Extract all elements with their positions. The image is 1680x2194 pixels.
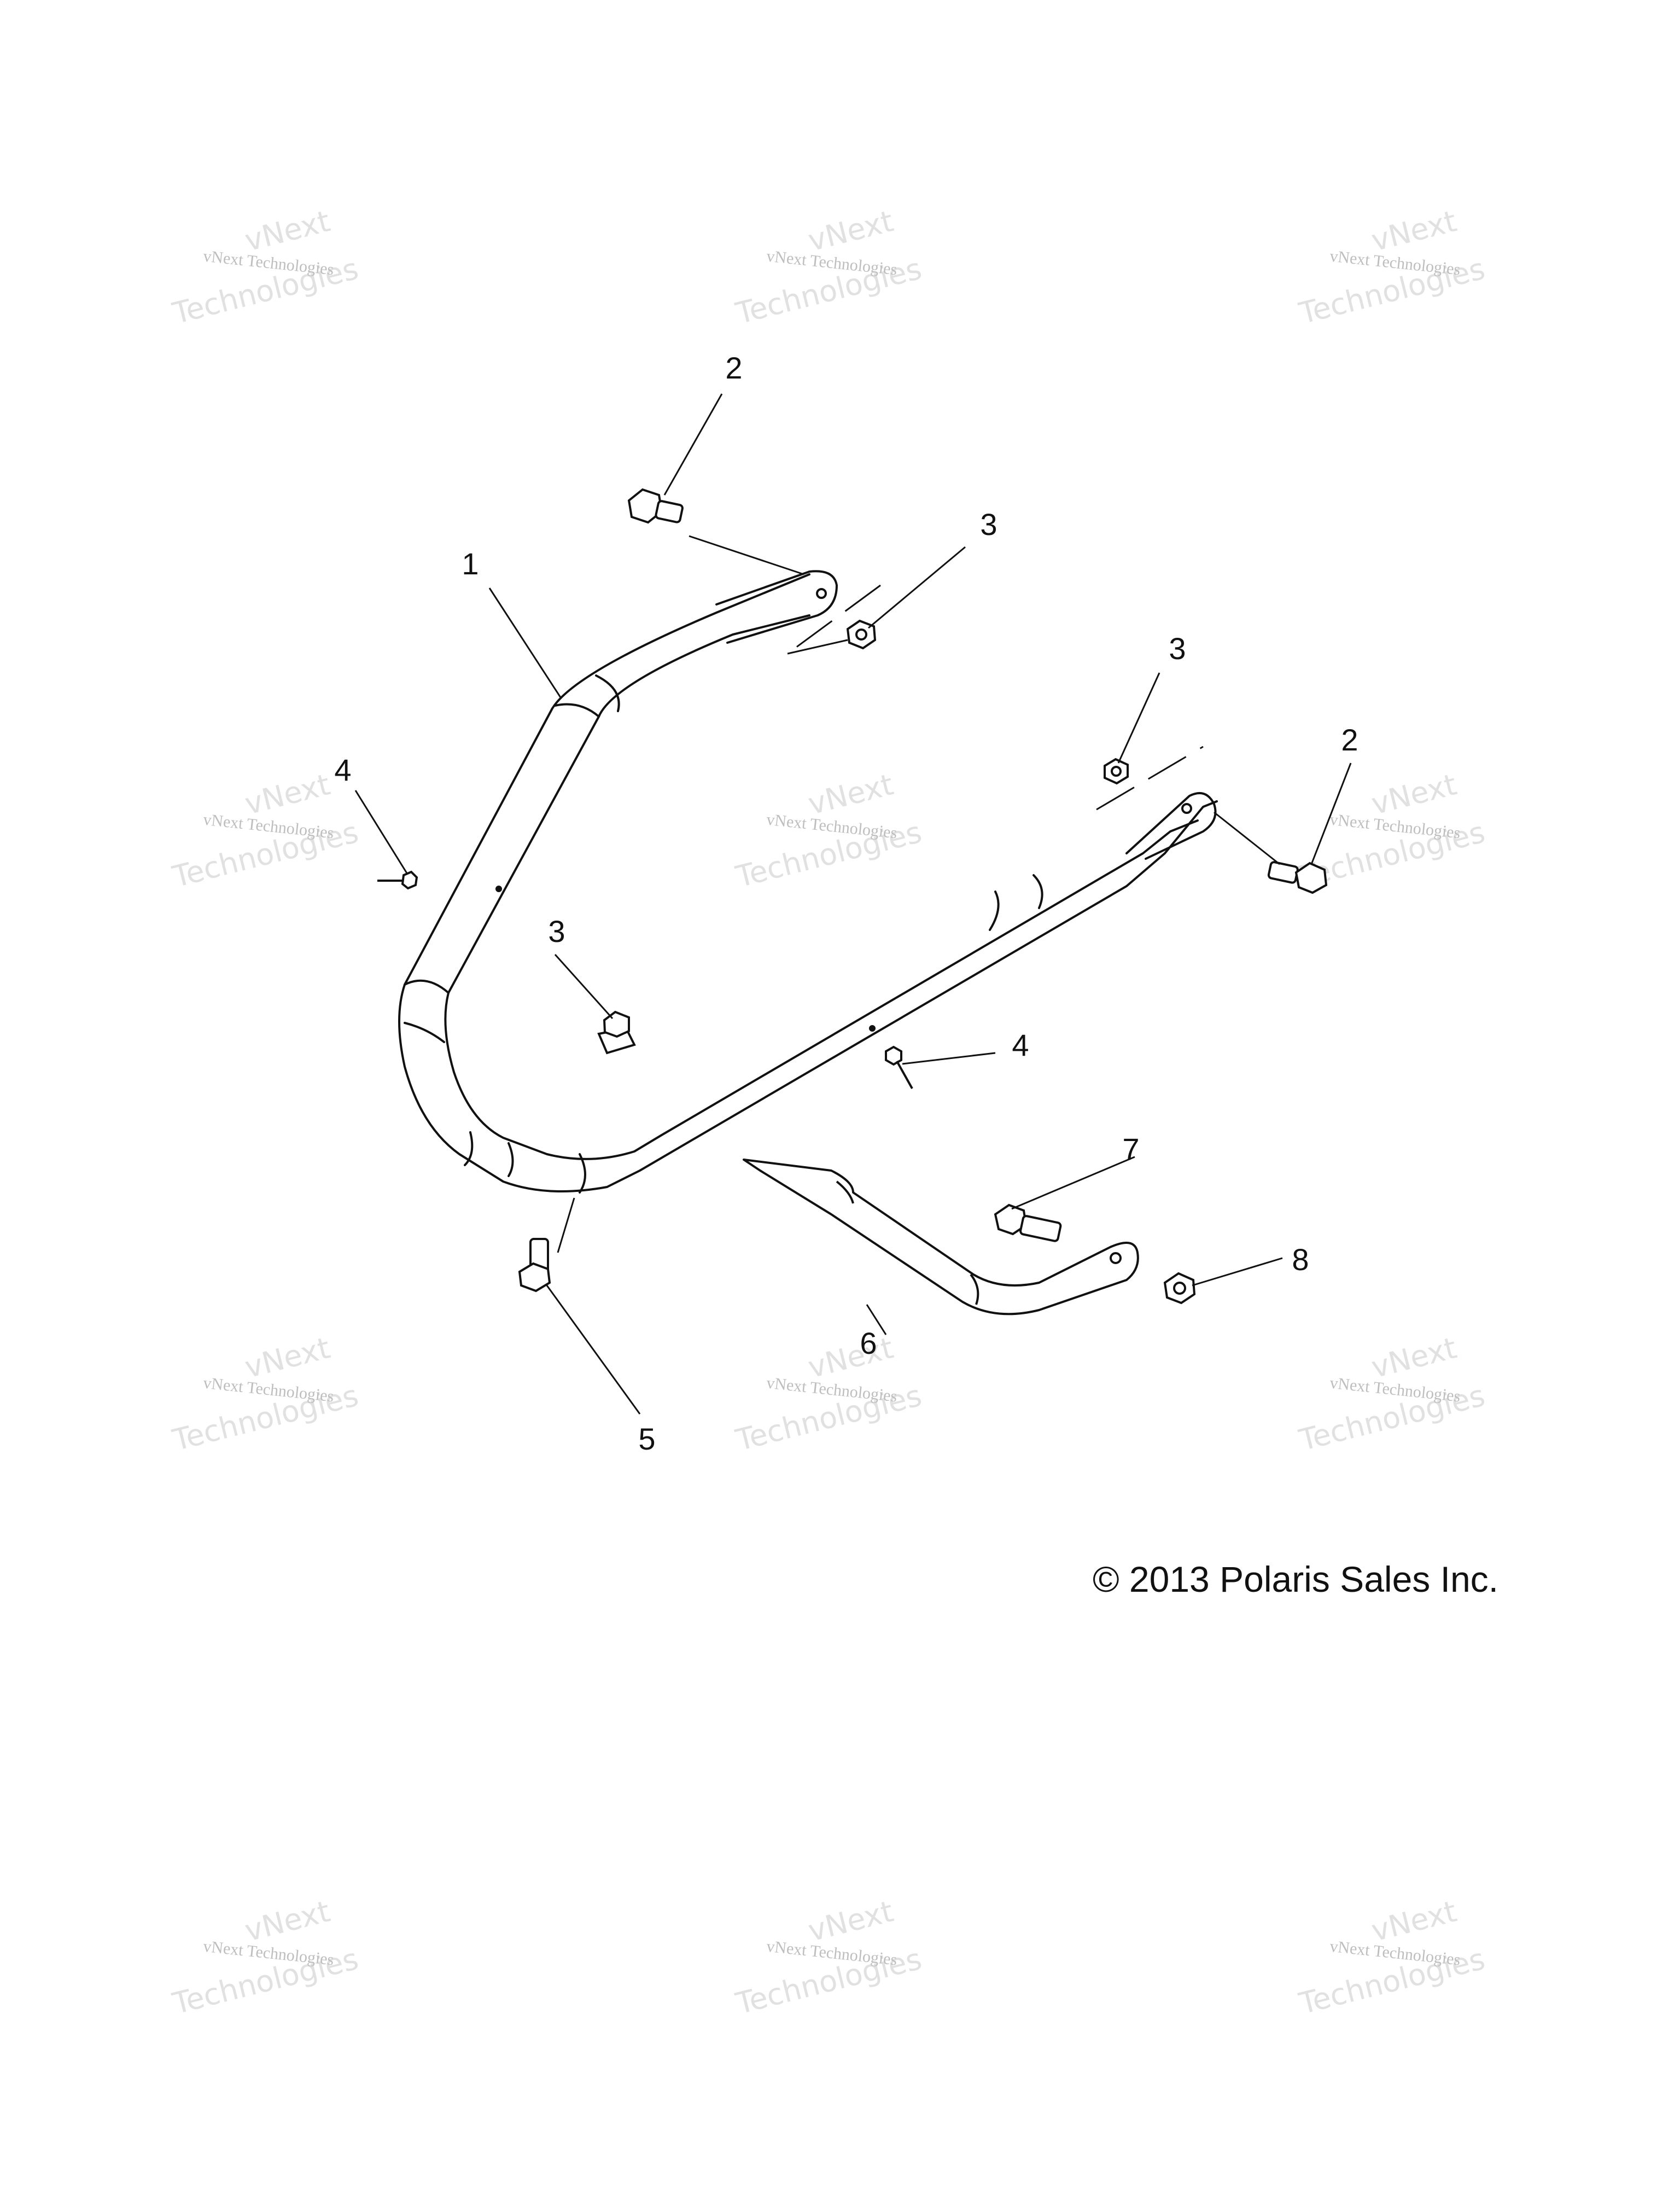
watermark-text: vNext	[1368, 203, 1460, 258]
watermark-text: vNext	[804, 1894, 896, 1948]
part-2-bolt-upper	[627, 488, 684, 524]
watermark-text: vNext	[804, 1330, 896, 1384]
part-3-nut-lower	[597, 1010, 636, 1055]
callout-6: 6	[860, 1326, 877, 1360]
callout-3-right: 3	[1169, 631, 1186, 666]
part-1-bumper-tube	[398, 570, 1218, 1194]
callout-4-left: 4	[334, 753, 351, 787]
callout-2-upper: 2	[725, 351, 742, 385]
part-5-bolt	[518, 1238, 551, 1293]
part-2-bolt-right	[1267, 861, 1328, 894]
callout-4-right: 4	[1012, 1028, 1029, 1062]
part-4-rivet-left	[377, 870, 418, 890]
watermark-text: vNext	[241, 767, 333, 821]
leader-lines	[354, 393, 1352, 1415]
part-3-nut-right	[1104, 758, 1129, 785]
callout-1: 1	[462, 546, 479, 581]
watermark-text: vNext	[1368, 1330, 1460, 1384]
watermark-text: vNext	[241, 1894, 333, 1948]
callout-3-upper: 3	[980, 507, 997, 542]
part-6-lower-brace	[743, 1159, 1139, 1316]
callout-labels: 1 2 3 3 2 4 3 4 7 8 6 5	[334, 351, 1358, 1456]
part-8-nut	[1163, 1272, 1196, 1305]
part-4-rivet-right	[885, 1045, 913, 1089]
callout-2-right: 2	[1341, 723, 1358, 757]
watermark-text: vNext	[241, 1330, 333, 1384]
watermark-text: vNext	[1368, 1894, 1460, 1948]
callout-5: 5	[638, 1422, 655, 1456]
callout-7: 7	[1122, 1132, 1139, 1166]
part-7-bolt	[994, 1203, 1062, 1242]
callout-3-lower: 3	[548, 914, 565, 948]
watermark-text: vNext	[804, 203, 896, 258]
watermark-text: vNext	[241, 203, 333, 258]
callout-8: 8	[1292, 1242, 1309, 1277]
copyright-text: © 2013 Polaris Sales Inc.	[1093, 1559, 1498, 1599]
watermark-text: vNext	[804, 767, 896, 821]
watermark-text: vNext	[1368, 767, 1460, 821]
part-3-nut-upper	[846, 619, 877, 650]
